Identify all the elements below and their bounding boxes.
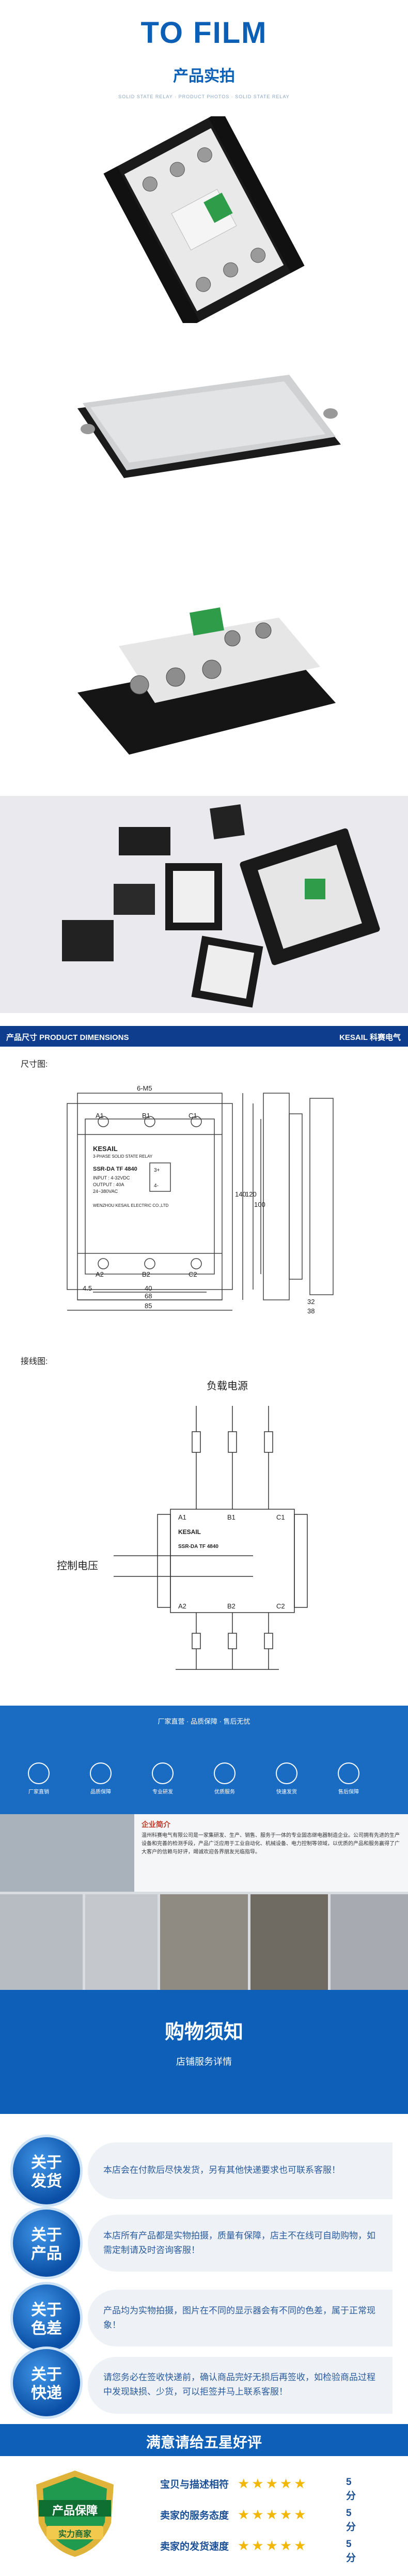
dim-height-total: 140 [235, 1190, 246, 1198]
diagram-input: INPUT : 4-32VDC [93, 1175, 130, 1180]
header-fine-print: SOLID STATE RELAY · PRODUCT PHOTOS · SOL… [118, 94, 290, 99]
note-badge: 关于色差 [10, 2282, 83, 2354]
terminal-a2: A2 [96, 1270, 104, 1278]
capability-6: 售后保障 [331, 1762, 367, 1795]
product-photo-2 [0, 351, 408, 501]
control-plus: 3+ [154, 1168, 160, 1173]
office-photo-5 [331, 1894, 408, 1992]
terminal-b2: B2 [142, 1270, 150, 1278]
wiring-terminal-c1: C1 [276, 1513, 285, 1521]
capability-3: 专业研发 [145, 1762, 181, 1795]
note-badge: 关于产品 [10, 2207, 83, 2279]
dim-width-inner: 40 [145, 1284, 152, 1292]
guarantee-badge: 产品保障 实力商家 [28, 2466, 121, 2559]
wiring-diagram: 负载电源 A1 B1 C1 A2 B2 C2 KESAIL SSR-DA TF … [0, 1370, 408, 1685]
dim-screw: 6-M5 [137, 1084, 152, 1092]
dim-side-a: 32 [307, 1298, 315, 1306]
office-photo-3 [160, 1894, 248, 1992]
factory-icon [28, 1762, 50, 1784]
page-subtitle: 产品实拍 [173, 68, 235, 85]
rating-title: 满意请给五星好评 [146, 2434, 262, 2450]
wiring-brand: KESAIL [178, 1528, 201, 1536]
dimensions-banner-title: 产品尺寸 PRODUCT DIMENSIONS [6, 1033, 129, 1042]
rating-body: 产品保障 实力商家 宝贝与描述相符 ★★★★★ 5分 卖家的服务态度 ★★★★★… [0, 2456, 408, 2576]
capability-2: 品质保障 [83, 1762, 119, 1795]
note-text: 产品均为实物拍摄，图片在不同的显示器会有不同的色差，属于正常现象！ [103, 2306, 375, 2330]
office-photo-4 [250, 1894, 328, 1992]
product-photo-3 [0, 574, 408, 770]
office-photo-2 [85, 1894, 158, 1992]
notes-title: 购物须知 [164, 2021, 243, 2043]
note-item-shipping: 关于发货 本店会在付款后尽快发货，另有其他快递要求也可联系客服！ [0, 2119, 408, 2222]
gear-icon [152, 1762, 174, 1784]
note-text: 本店会在付款后尽快发货，另有其他快递要求也可联系客服！ [103, 2165, 340, 2175]
diagram-output: OUTPUT : 40A [93, 1182, 124, 1187]
company-intro-text: 温州科赛电气有限公司是一家集研发、生产、销售、服务于一体的专业固态继电器制造企业… [142, 1833, 400, 1855]
note-badge: 关于快递 [10, 2347, 83, 2419]
wiring-terminal-a2: A2 [178, 1602, 186, 1610]
dim-height-body: 120 [245, 1190, 257, 1198]
notes-header: 购物须知 店铺服务详情 [0, 1990, 408, 2114]
wiring-terminal-a1: A1 [178, 1513, 186, 1521]
product-photo-1 [0, 110, 408, 329]
page-title: TO FILM [140, 16, 268, 50]
wiring-terminal-b2: B2 [227, 1602, 236, 1610]
terminal-c2: C2 [189, 1270, 197, 1278]
terminal-a1: A1 [96, 1112, 104, 1120]
diagram-maker: WENZHOU KESAIL ELECTRIC CO.,LTD [93, 1203, 168, 1208]
wiring-model: SSR-DA TF 4840 [178, 1544, 218, 1550]
note-text: 请您务必在签收快递前，确认商品完好无损后再签收，如检验商品过程中发现缺损、少货，… [103, 2372, 375, 2397]
diagram-brand: KESAIL [93, 1145, 118, 1153]
note-badge: 关于发货 [10, 2135, 83, 2207]
factory-photo [0, 1814, 134, 1892]
dim-width-outer: 85 [145, 1302, 152, 1310]
dimensions-banner: 产品尺寸 PRODUCT DIMENSIONS KESAIL 科赛电气 [0, 1026, 408, 1047]
shield-icon [90, 1762, 112, 1784]
load-power-label: 负载电源 [207, 1380, 248, 1392]
wiring-diagram-label: 接线图: [21, 1357, 48, 1366]
dim-hole: 4.5 [83, 1284, 92, 1292]
diagram-voltage: 24~380VAC [93, 1189, 118, 1194]
capability-1: 厂家直销 [21, 1762, 57, 1795]
terminal-c1: C1 [189, 1112, 197, 1120]
note-text: 本店所有产品都是实物拍摄，质量有保障，店主不在线可自助购物，如需定制请及时咨询客… [103, 2231, 375, 2255]
dim-width-mid: 68 [145, 1292, 152, 1300]
control-minus: 4- [154, 1183, 159, 1189]
wiring-terminal-c2: C2 [276, 1602, 285, 1610]
note-item-product: 关于产品 本店所有产品都是实物拍摄，质量有保障，店主不在线可自助购物，如需定制请… [0, 2191, 408, 2295]
company-section: 厂家直营 · 品质保障 · 售后无忧 厂家直销 品质保障 专业研发 优质服务 快… [0, 1706, 408, 1995]
note-item-courier: 关于快递 请您务必在签收快递前，确认商品完好无损后再签收，如检验商品过程中发现缺… [0, 2336, 408, 2424]
five-stars-icon: ★★★★★ [238, 2476, 308, 2491]
company-intro: 企业简介 温州科赛电气有限公司是一家集研发、生产、销售、服务于一体的专业固态继电… [134, 1814, 408, 1892]
size-diagram: A1 B1 C1 A2 B2 C2 6-M5 KESAIL 3-PHASE SO… [0, 1072, 408, 1315]
badge-top-text: 产品保障 [52, 2504, 98, 2517]
company-intro-title: 企业简介 [142, 1820, 170, 1829]
badge-bottom-text: 实力商家 [58, 2530, 91, 2539]
terminal-b1: B1 [142, 1112, 150, 1120]
office-photo-1 [0, 1894, 83, 1992]
brand-logo: KESAIL 科赛电气 [339, 1033, 401, 1042]
wiring-terminal-b1: B1 [227, 1513, 236, 1521]
product-photo-assortment [0, 796, 408, 1013]
dim-side-b: 38 [307, 1307, 315, 1315]
service-icon [214, 1762, 236, 1784]
diagram-model: SSR-DA TF 4840 [93, 1166, 137, 1172]
dim-height-inner: 100 [254, 1201, 265, 1208]
rating-header: 满意请给五星好评 [0, 2424, 408, 2456]
support-icon [338, 1762, 359, 1784]
size-diagram-label: 尺寸图: [21, 1060, 48, 1069]
company-tagline: 厂家直营 · 品质保障 · 售后无忧 [158, 1718, 250, 1725]
capability-4: 优质服务 [207, 1762, 243, 1795]
five-stars-icon: ★★★★★ [238, 2538, 308, 2553]
note-item-color: 关于色差 产品均为实物拍摄，图片在不同的显示器会有不同的色差，属于正常现象！ [0, 2266, 408, 2370]
truck-icon [276, 1762, 297, 1784]
capability-5: 快速发货 [269, 1762, 305, 1795]
diagram-type-line: 3-PHASE SOLID STATE RELAY [93, 1154, 153, 1159]
five-stars-icon: ★★★★★ [238, 2507, 308, 2522]
notes-subtitle: 店铺服务详情 [176, 2057, 232, 2067]
control-voltage-label: 控制电压 [57, 1560, 98, 1572]
company-photos: 企业简介 温州科赛电气有限公司是一家集研发、生产、销售、服务于一体的专业固态继电… [0, 1814, 408, 1995]
